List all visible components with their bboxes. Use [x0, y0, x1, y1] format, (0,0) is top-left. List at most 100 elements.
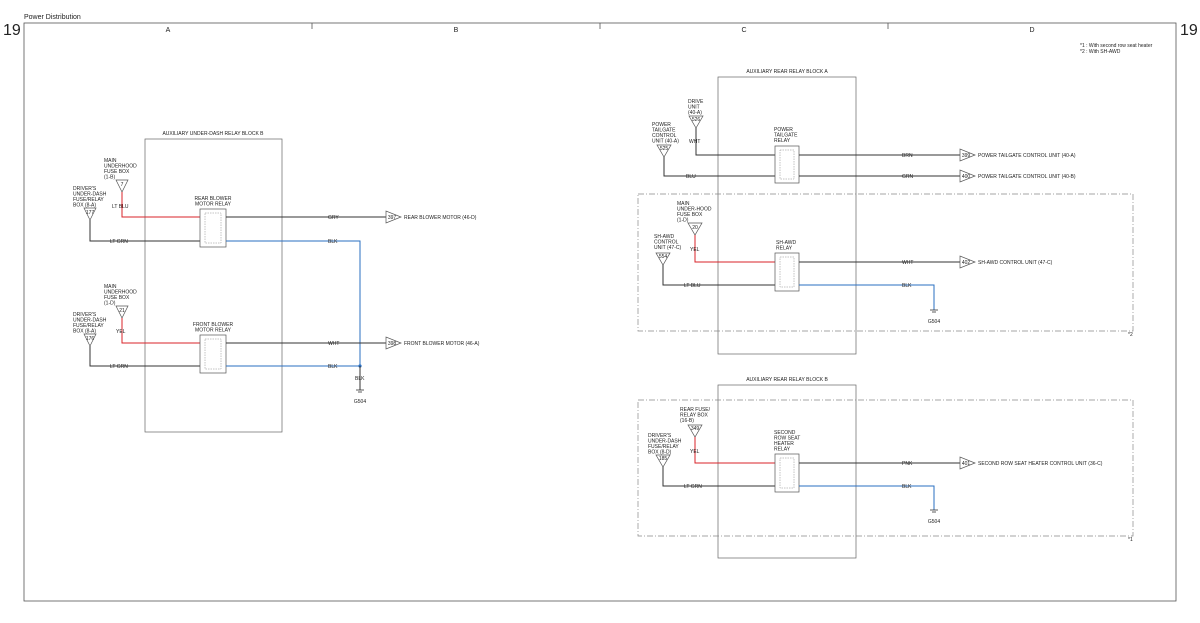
dest-label-rear-blower-motor: REAR BLOWER MOTOR (46-D)	[404, 215, 477, 221]
diagram-frame	[23, 22, 1177, 602]
pin-526: 526	[692, 117, 701, 123]
wire-rear-blower-lt-blu	[121, 192, 205, 218]
wire-label-lt-grn-3: LT GRN	[684, 484, 702, 490]
source-connector-20	[687, 222, 703, 236]
column-label-c: C	[741, 27, 746, 34]
block-label-under-dash-b: AUXILIARY UNDER-DASH RELAY BLOCK B	[162, 131, 264, 137]
dest-connector-399	[959, 148, 976, 162]
dest-label-tailgate-a: POWER TAILGATE CONTROL UNIT (40-A)	[978, 153, 1076, 159]
dest-label-shawd-cu: SH-AWD CONTROL UNIT (47-C)	[978, 260, 1053, 266]
dest-connector-398	[385, 336, 402, 350]
pin-177: 177	[86, 210, 95, 216]
source-connector-177	[83, 207, 97, 221]
dest-label-tailgate-b: POWER TAILGATE CONTROL UNIT (40-B)	[978, 174, 1076, 180]
source-connector-176	[83, 333, 97, 347]
wire-label-wht-3: WHT	[902, 260, 913, 266]
wire-label-brn: BRN	[902, 153, 913, 159]
column-label-d: D	[1029, 27, 1034, 34]
wire-rear-blower-lt-grn	[89, 220, 205, 242]
dest-connector-401	[959, 456, 976, 470]
page-number-right: 19	[1180, 22, 1198, 39]
dest-connector-402	[959, 255, 976, 269]
pin-349: 349	[691, 426, 700, 432]
relay-seat-heater	[774, 453, 800, 493]
source-connector-525	[656, 144, 672, 158]
wire-label-blk-5: BLK	[902, 484, 912, 490]
wire-shawd-yel	[694, 235, 780, 263]
relay-block-rear-b	[717, 384, 857, 559]
pin-397: 397	[388, 215, 397, 221]
source-connector-349	[687, 424, 703, 438]
dest-connector-397	[385, 210, 402, 224]
wire-shawd-blk	[799, 284, 935, 310]
wire-tailgate-blu	[663, 157, 780, 177]
wire-seat-lt-grn	[662, 467, 780, 487]
wire-rear-blower-blk	[226, 240, 361, 366]
ground-symbol-1	[356, 389, 364, 393]
pin-7: 7	[121, 182, 124, 188]
marker-shawd: *2	[1128, 332, 1133, 338]
wire-shawd-lt-blu	[662, 265, 780, 286]
wire-label-gry: GRY	[328, 215, 339, 221]
block-label-rear-a: AUXILIARY REAR RELAY BLOCK A	[746, 69, 828, 75]
ground-label-3: G504	[928, 519, 940, 525]
wire-label-yel-1: YEL	[116, 329, 126, 335]
source-label-rear-fuse: REAR FUSE/RELAY BOX(16-B)	[680, 407, 711, 424]
dest-label-front-blower-motor: FRONT BLOWER MOTOR (46-A)	[404, 341, 480, 347]
relay-block-under-dash-b	[144, 138, 283, 433]
wire-label-yel-3: YEL	[690, 449, 700, 455]
wire-seat-blk	[799, 485, 935, 510]
wire-label-grn: GRN	[902, 174, 914, 180]
optional-area-shawd	[637, 193, 1134, 332]
pin-20: 20	[692, 225, 698, 231]
optional-area-seat-heater	[637, 399, 1134, 537]
dest-connector-400	[959, 169, 976, 183]
note-2: *2 : With SH-AWD	[1080, 49, 1121, 55]
wire-label-yel-2: YEL	[690, 247, 700, 253]
source-connector-21	[115, 305, 129, 319]
note-1: *1 : With second row seat heater	[1080, 43, 1153, 49]
wire-label-lt-grn-2: LT GRN	[110, 364, 128, 370]
pin-525: 525	[660, 146, 669, 152]
pin-399: 399	[962, 153, 971, 159]
page-title: Power Distribution	[24, 14, 81, 21]
page-number-left: 19	[3, 22, 21, 39]
wire-label-lt-blu-1: LT BLU	[112, 204, 129, 210]
pin-21: 21	[119, 308, 125, 314]
pin-554: 554	[659, 254, 668, 260]
ground-label-2: G504	[928, 319, 940, 325]
column-label-b: B	[454, 27, 459, 34]
relay-block-rear-a	[717, 76, 857, 355]
ground-symbol-2	[930, 309, 938, 313]
relay-front-blower-motor	[199, 334, 227, 374]
pin-402: 402	[962, 260, 971, 266]
wire-label-blu: BLU	[686, 174, 696, 180]
relay-shawd	[774, 252, 800, 292]
source-connector-554	[655, 252, 671, 266]
wire-seat-yel	[694, 437, 780, 464]
dest-label-seat-cu: SECOND ROW SEAT HEATER CONTROL UNIT (36-…	[978, 461, 1103, 467]
column-ticks	[311, 23, 889, 29]
pin-400: 400	[962, 174, 971, 180]
ground-label-1: G504	[354, 399, 366, 405]
wire-front-blower-yel	[121, 318, 205, 344]
wire-label-blk-2: BLK	[328, 364, 338, 370]
marker-seat-heater: *1	[1128, 537, 1133, 543]
source-connector-7	[115, 179, 129, 193]
wire-label-pnk: PNK	[902, 461, 913, 467]
ground-symbol-3	[930, 509, 938, 513]
pin-176: 176	[86, 336, 95, 342]
pin-401: 401	[962, 461, 971, 467]
wire-label-wht-2: WHT	[689, 139, 700, 145]
wire-label-lt-grn-1: LT GRN	[110, 239, 128, 245]
source-connector-185	[655, 454, 671, 468]
